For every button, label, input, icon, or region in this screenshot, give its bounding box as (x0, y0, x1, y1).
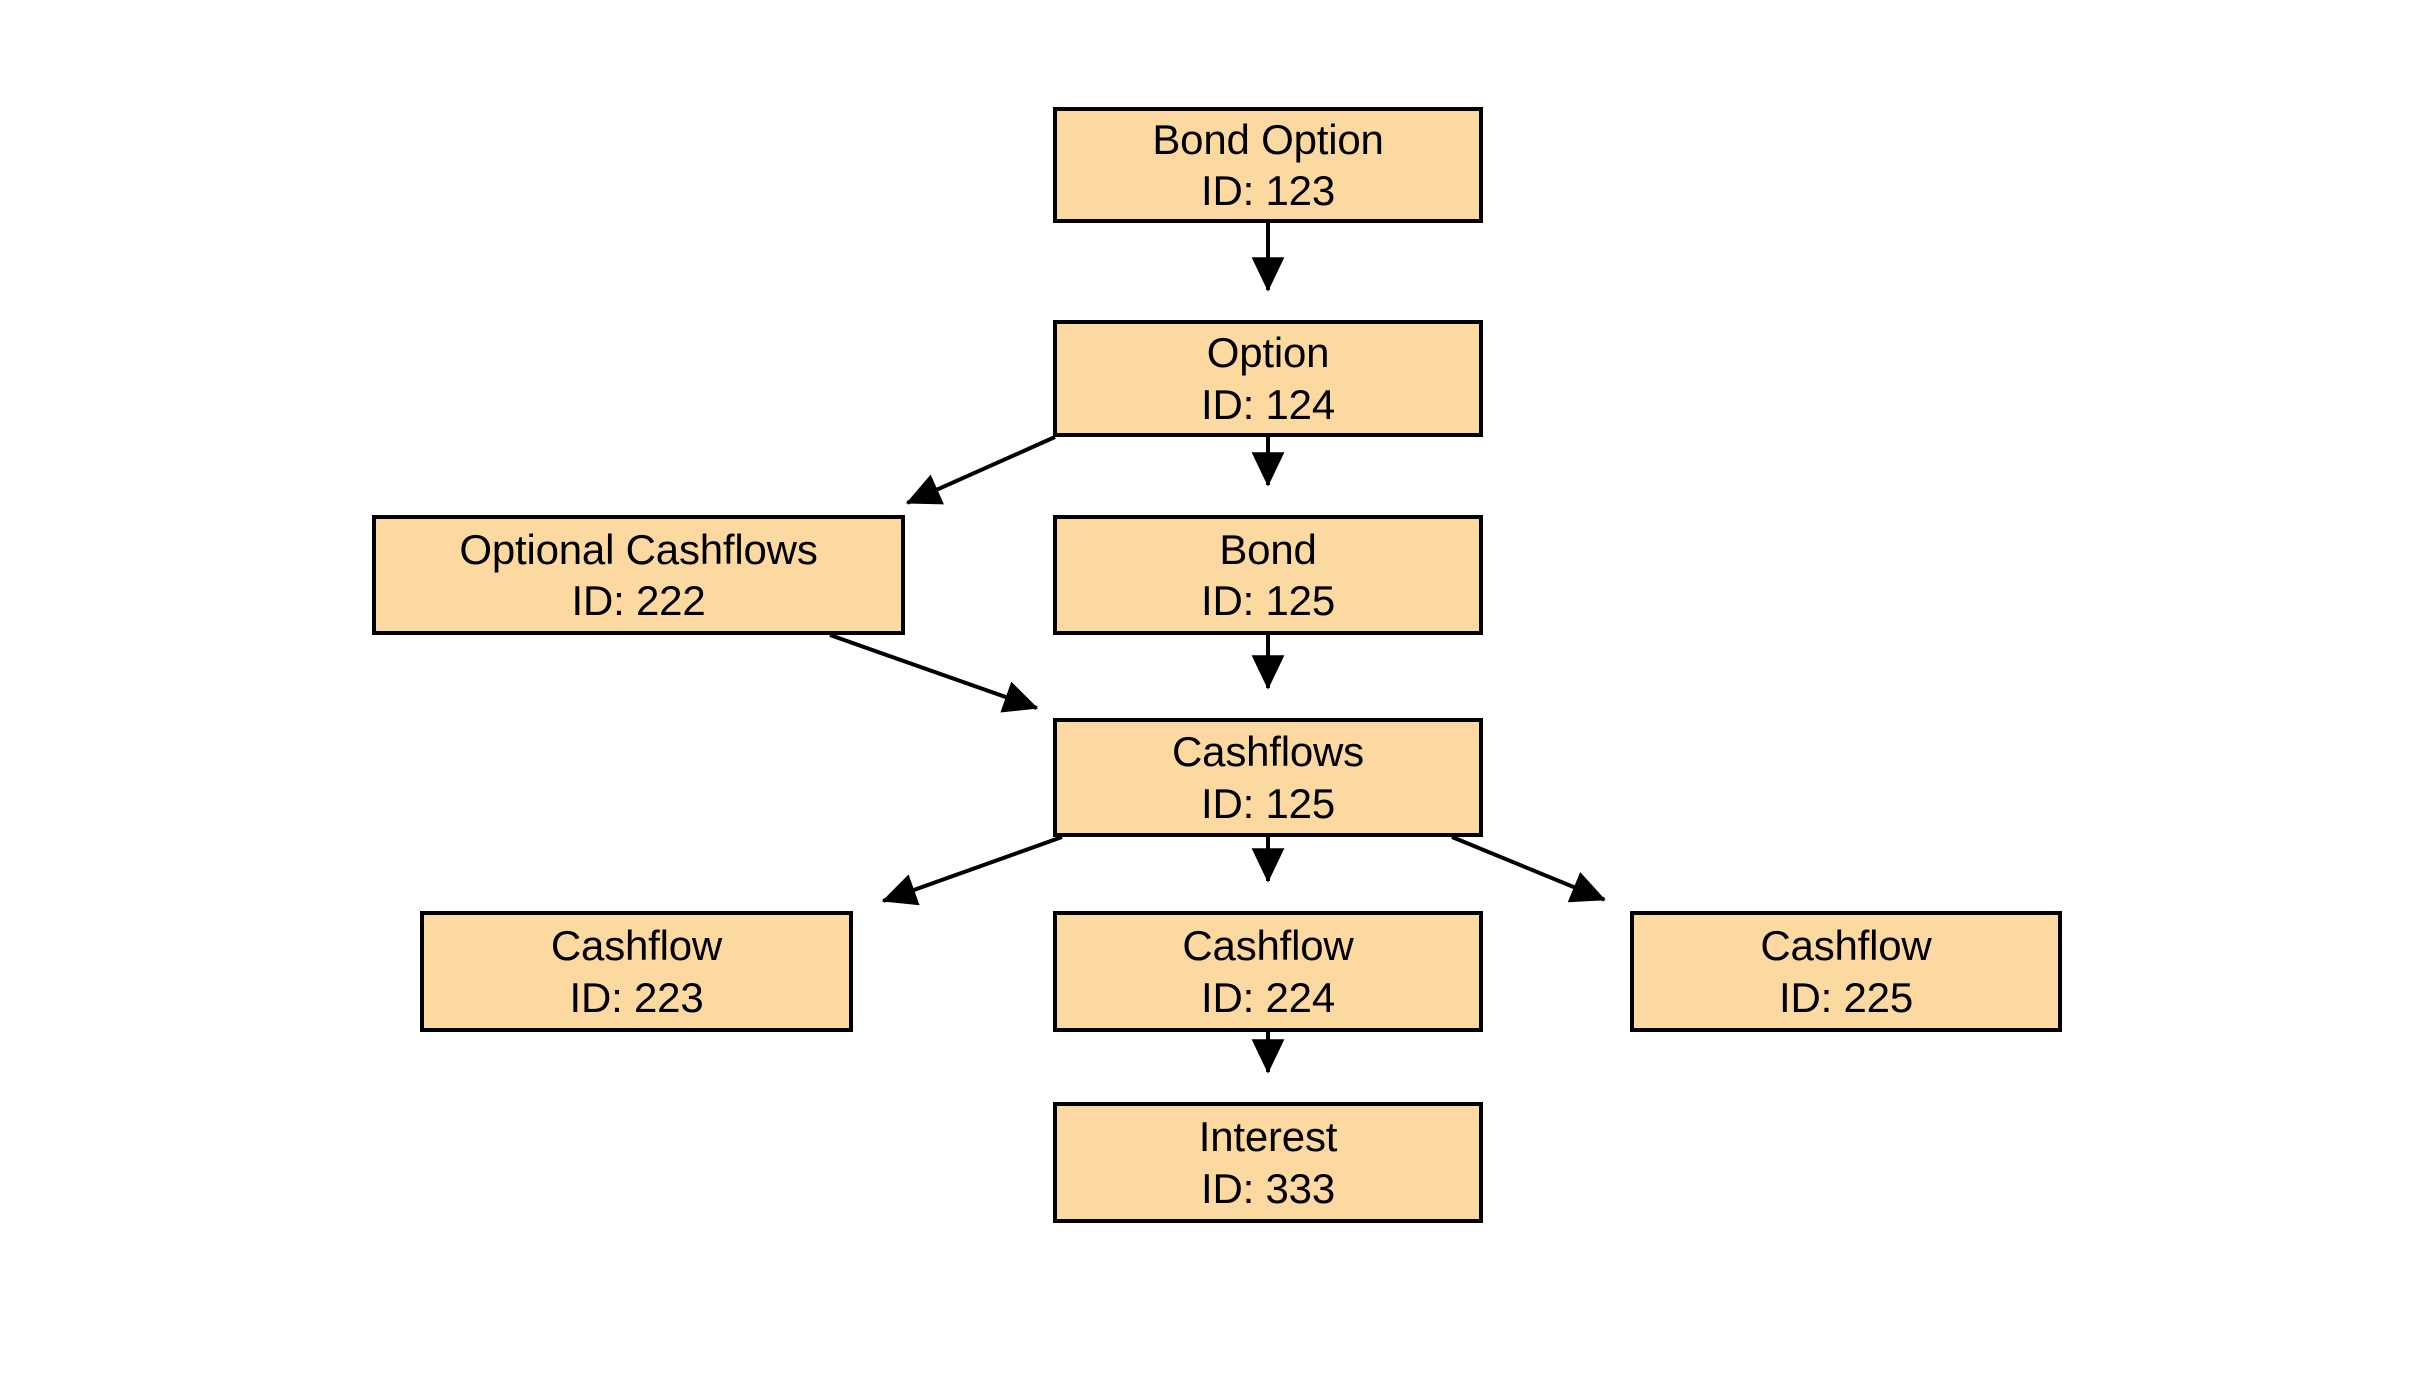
node-id-label: ID: 125 (1200, 779, 1335, 827)
node-id-label: ID: 224 (1200, 973, 1335, 1021)
node-id-label: ID: 333 (1200, 1164, 1335, 1212)
node-id-label: ID: 222 (571, 577, 706, 624)
node-id-label: ID: 223 (569, 973, 704, 1021)
node-id-label: ID: 125 (1200, 577, 1335, 624)
node-cashflow-224[interactable]: Cashflow ID: 224 (1053, 911, 1483, 1032)
node-id-label: ID: 124 (1200, 380, 1335, 428)
node-cashflows[interactable]: Cashflows ID: 125 (1053, 718, 1483, 837)
node-title: Interest (1198, 1113, 1338, 1161)
node-title: Cashflows (1172, 728, 1364, 776)
edge-cashflows-to-cashflow-225 (1451, 835, 1606, 903)
node-cashflow-225[interactable]: Cashflow ID: 225 (1630, 911, 2062, 1032)
node-option[interactable]: Option ID: 124 (1053, 320, 1483, 437)
node-title: Cashflow (550, 922, 723, 970)
node-id-label: ID: 225 (1778, 973, 1913, 1021)
node-bond-option[interactable]: Bond Option ID: 123 (1053, 107, 1483, 223)
node-title: Cashflow (1182, 922, 1354, 970)
node-bond[interactable]: Bond ID: 125 (1053, 515, 1483, 635)
node-title: Bond (1219, 525, 1317, 573)
node-title: Bond Option (1152, 115, 1384, 163)
node-title: Cashflow (1760, 922, 1932, 970)
node-interest[interactable]: Interest ID: 333 (1053, 1102, 1483, 1223)
node-cashflow-223[interactable]: Cashflow ID: 223 (420, 911, 853, 1032)
node-title: Option (1206, 329, 1330, 377)
node-id-label: ID: 123 (1200, 167, 1335, 214)
node-optional-cashflows[interactable]: Optional Cashflows ID: 222 (372, 515, 905, 635)
edge-option-to-optional-cashflows (905, 435, 1056, 505)
edge-cashflows-to-cashflow-223 (881, 835, 1063, 906)
edge-optional-cashflows-to-cashflows (829, 633, 1039, 713)
node-title: Optional Cashflows (459, 525, 818, 573)
